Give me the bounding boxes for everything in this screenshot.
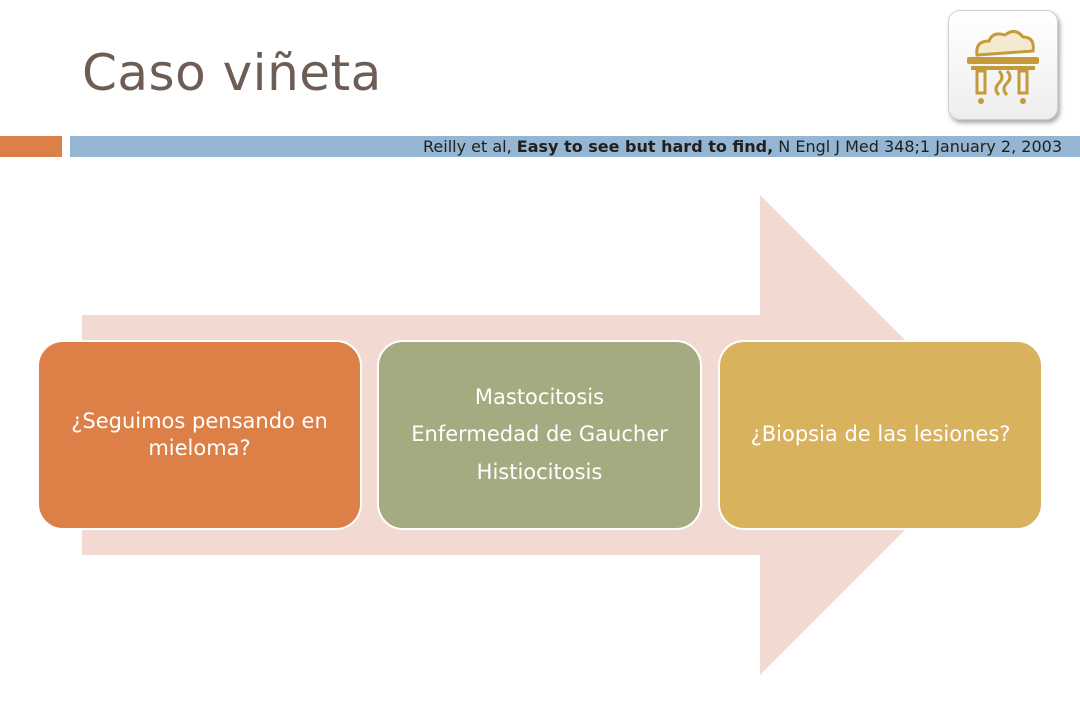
citation: Reilly et al, Easy to see but hard to fi…: [423, 136, 1062, 157]
step-1-text: ¿Seguimos pensando en mieloma?: [71, 408, 328, 460]
citation-article-title: Easy to see but hard to find,: [516, 137, 774, 156]
citation-suffix: N Engl J Med 348;1 January 2, 2003: [773, 137, 1062, 156]
step-2-line-3: Histiocitosis: [476, 459, 603, 484]
logo: [948, 10, 1058, 120]
step-box-1: ¿Seguimos pensando en mieloma?: [37, 340, 362, 530]
accent-bar-blue: [70, 136, 1080, 157]
accent-bar-orange: [0, 136, 62, 157]
citation-prefix: Reilly et al,: [423, 137, 517, 156]
step-box-2: Mastocitosis Enfermedad de Gaucher Histi…: [377, 340, 702, 530]
page-title: Caso viñeta: [82, 44, 382, 102]
step-2-line-1: Mastocitosis: [474, 385, 605, 410]
stylized-hieroglyph-icon: [967, 30, 1039, 104]
step-3-text: ¿Biopsia de las lesiones?: [750, 422, 1011, 447]
step-box-3: ¿Biopsia de las lesiones?: [718, 340, 1043, 530]
step-2-line-2: Enfermedad de Gaucher: [411, 422, 668, 447]
